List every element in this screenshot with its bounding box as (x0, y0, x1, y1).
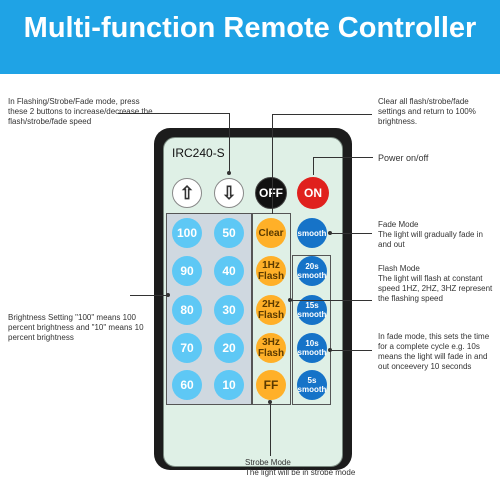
connector-fade (330, 233, 372, 234)
page-title: Multi-function Remote Controller (23, 12, 477, 44)
brightness-40-button[interactable]: 40 (214, 256, 244, 286)
connector-fade-dot (328, 231, 332, 235)
model-label: IRC240-S (172, 146, 225, 160)
brightness-10-button[interactable]: 10 (214, 370, 244, 400)
flash-group (252, 213, 291, 405)
brightness-30-button[interactable]: 30 (214, 295, 244, 325)
fade-10s-button[interactable]: 10s smooth (297, 333, 327, 363)
flash-1hz-button[interactable]: 1Hz Flash (256, 256, 286, 286)
fade-20s-button[interactable]: 20s smooth (297, 256, 327, 286)
annotation-fade-time: In fade mode, this sets the time for a c… (378, 332, 490, 371)
connector-flash-dot (288, 298, 292, 302)
connector-speed-dot (227, 171, 231, 175)
annotation-fade-title: Fade Mode (378, 220, 419, 229)
connector-brightness-dot (166, 293, 170, 297)
connector-flash (290, 300, 372, 301)
connector-clear (272, 114, 372, 115)
on-button[interactable]: ON (297, 177, 329, 209)
connector-speed-v (229, 113, 230, 173)
connector-power-v (313, 157, 314, 175)
flash-3hz-button[interactable]: 3Hz Flash (256, 333, 286, 363)
connector-speed (118, 113, 230, 114)
annotation-strobe-desc: The light will be in strobe mode (245, 468, 356, 477)
connector-fade-time-dot (328, 348, 332, 352)
strobe-button[interactable]: FF (256, 370, 286, 400)
flash-2hz-button[interactable]: 2Hz Flash (256, 295, 286, 325)
off-button[interactable]: OFF (255, 177, 287, 209)
title-banner (0, 0, 500, 74)
brightness-80-button[interactable]: 80 (172, 295, 202, 325)
speed-up-button[interactable]: ⇧ (172, 178, 202, 208)
connector-power (313, 157, 373, 158)
annotation-flash-desc: The light will flash at constant speed 1… (378, 274, 493, 303)
annotation-power: Power on/off (378, 153, 429, 163)
connector-fade-time (330, 350, 372, 351)
annotation-speed: In Flashing/Strobe/Fade mode, press thes… (8, 97, 153, 126)
brightness-60-button[interactable]: 60 (172, 370, 202, 400)
clear-button[interactable]: Clear (256, 218, 286, 248)
annotation-flash-title: Flash Mode (378, 264, 420, 273)
brightness-100-button[interactable]: 100 (172, 218, 202, 248)
connector-strobe-dot (268, 400, 272, 404)
brightness-90-button[interactable]: 90 (172, 256, 202, 286)
fade-5s-button[interactable]: 5s smooth (297, 370, 327, 400)
connector-brightness (130, 295, 168, 296)
annotation-clear: Clear all flash/strobe/fade settings and… (378, 97, 476, 126)
annotation-strobe-title: Strobe Mode (245, 458, 291, 467)
fade-time-group (292, 255, 331, 405)
brightness-20-button[interactable]: 20 (214, 333, 244, 363)
fade-smooth-button[interactable]: smooth (297, 218, 327, 248)
annotation-fade-desc: The light will gradually fade in and out (378, 230, 483, 249)
brightness-50-button[interactable]: 50 (214, 218, 244, 248)
connector-strobe (270, 402, 271, 456)
speed-down-button[interactable]: ⇩ (214, 178, 244, 208)
brightness-70-button[interactable]: 70 (172, 333, 202, 363)
annotation-brightness: Brightness Setting "100" means 100 perce… (8, 313, 144, 342)
connector-clear-v (272, 114, 273, 214)
